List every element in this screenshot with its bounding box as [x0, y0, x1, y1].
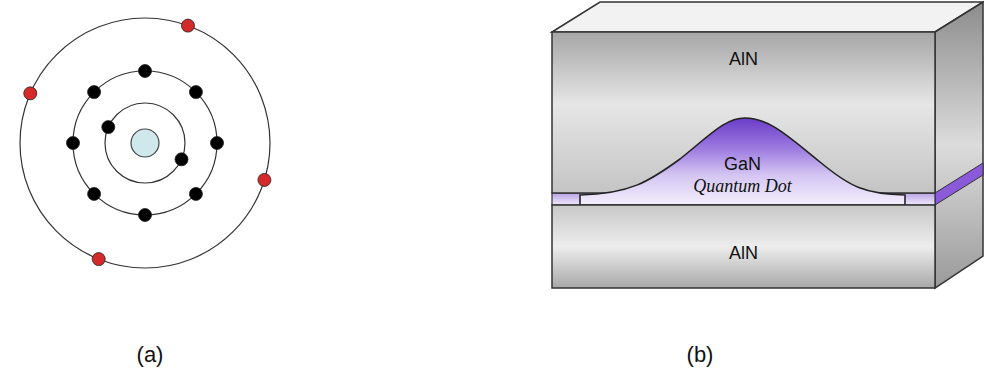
inner-shell	[105, 103, 185, 183]
electron	[175, 153, 188, 166]
electron	[139, 209, 152, 222]
electron	[189, 187, 202, 200]
panel-label: (b)	[687, 342, 714, 368]
dot-caption: Quantum Dot	[580, 175, 905, 197]
material-label: AlN	[552, 48, 935, 70]
electron	[189, 86, 202, 99]
electron	[88, 187, 101, 200]
electron	[258, 173, 271, 186]
layer-outline	[552, 32, 935, 193]
aln-layer: AlN	[552, 205, 935, 288]
wetting-layer-side	[935, 163, 983, 205]
electron	[92, 253, 105, 266]
block-side-face	[935, 2, 983, 288]
electron	[102, 121, 115, 134]
electron	[88, 86, 101, 99]
outer-shell	[20, 18, 270, 268]
panel-label: (a)	[137, 342, 164, 368]
material-label: AlN	[552, 242, 935, 264]
electron	[139, 65, 152, 78]
middle-shell	[73, 71, 217, 215]
atom	[20, 18, 270, 268]
block-top-face	[552, 2, 983, 32]
material-label: GaN	[580, 153, 905, 175]
nucleus	[131, 129, 159, 157]
electron	[211, 137, 224, 150]
quantum-dot: GaNQuantum Dot	[580, 118, 905, 205]
dot-outline	[580, 118, 905, 205]
electron	[67, 137, 80, 150]
electron	[181, 19, 194, 32]
electron	[24, 87, 37, 100]
electrons	[24, 19, 271, 266]
layer-outline	[552, 205, 935, 288]
